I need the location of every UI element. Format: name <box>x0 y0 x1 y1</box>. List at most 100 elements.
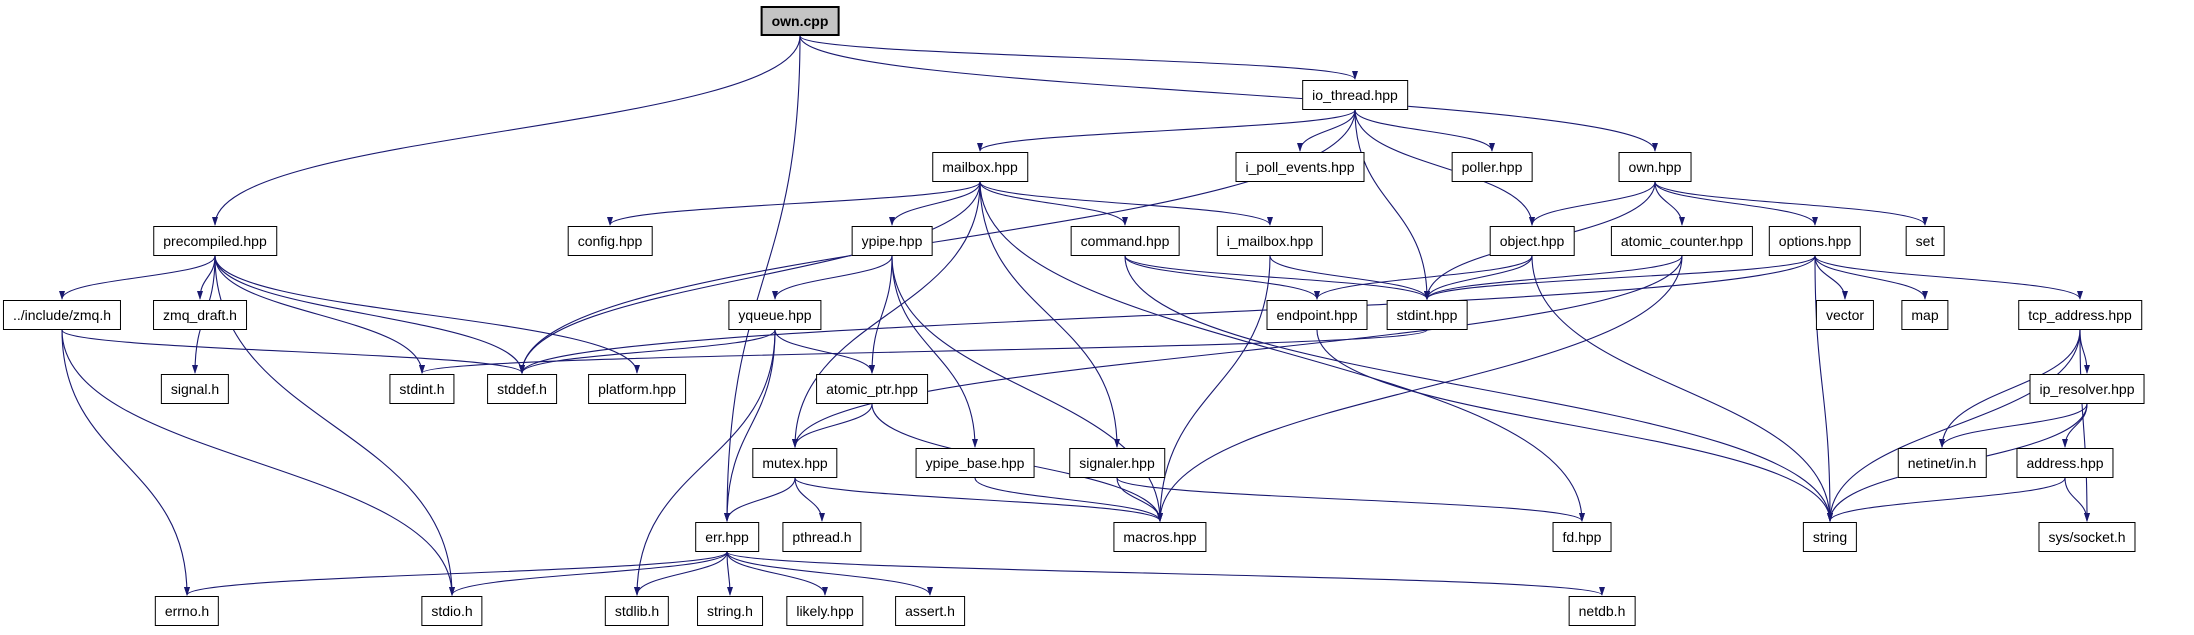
graph-node-map[interactable]: map <box>1901 300 1949 330</box>
graph-node-address_hpp[interactable]: address.hpp <box>2016 448 2114 478</box>
dependency-edge-object_hpp-to-endpoint_hpp <box>1314 255 1533 300</box>
dependency-edge-ypipe_hpp-to-yqueue_hpp <box>772 255 893 300</box>
dependency-edge-precompiled_hpp-to-stdio_h <box>214 255 455 596</box>
graph-node-stdlib_h[interactable]: stdlib.h <box>604 596 670 626</box>
dependency-edge-options_hpp-to-stddef_h <box>519 255 1816 374</box>
graph-node-mailbox_hpp[interactable]: mailbox.hpp <box>932 152 1028 182</box>
dependency-edge-ypipe_hpp-to-macros_hpp <box>891 255 1163 522</box>
graph-node-precompiled_hpp[interactable]: precompiled.hpp <box>153 226 277 256</box>
graph-node-macros_hpp[interactable]: macros.hpp <box>1113 522 1207 552</box>
graph-node-options_hpp[interactable]: options.hpp <box>1768 226 1862 256</box>
graph-node-string_h[interactable]: string.h <box>697 596 763 626</box>
dependency-edge-include_zmq_h-to-stddef_h <box>61 329 525 374</box>
graph-node-object_hpp[interactable]: object.hpp <box>1489 226 1575 256</box>
graph-node-io_thread_hpp[interactable]: io_thread.hpp <box>1302 80 1408 110</box>
dependency-edge-address_hpp-to-sys_socket_h <box>2064 477 2090 522</box>
dependency-edge-mailbox_hpp-to-stddef_h <box>519 181 981 374</box>
dependency-edge-io_thread_hpp-to-poller_hpp <box>1354 109 1495 152</box>
graph-node-sys_socket_h[interactable]: sys/socket.h <box>2038 522 2136 552</box>
dependency-edge-io_thread_hpp-to-i_poll_events_hpp <box>1297 109 1356 152</box>
dependency-edge-err_hpp-to-stdio_h <box>449 551 728 596</box>
graph-node-atomic_counter_hpp[interactable]: atomic_counter.hpp <box>1610 226 1754 256</box>
graph-node-likely_hpp[interactable]: likely.hpp <box>786 596 864 626</box>
graph-node-poller_hpp[interactable]: poller.hpp <box>1451 152 1533 182</box>
graph-node-set[interactable]: set <box>1905 226 1945 256</box>
graph-node-include_zmq_h[interactable]: ../include/zmq.h <box>2 300 122 330</box>
graph-node-vector[interactable]: vector <box>1815 300 1875 330</box>
graph-node-netinet_in_h[interactable]: netinet/in.h <box>1897 448 1987 478</box>
dependency-edge-err_hpp-to-netdb_h <box>726 551 1605 596</box>
dependency-edge-options_hpp-to-vector <box>1814 255 1848 300</box>
graph-node-stdint_h[interactable]: stdint.h <box>389 374 455 404</box>
dependency-edge-atomic_counter_hpp-to-mutex_hpp <box>792 255 1683 448</box>
graph-node-atomic_ptr_hpp[interactable]: atomic_ptr.hpp <box>816 374 928 404</box>
graph-node-stddef_h[interactable]: stddef.h <box>487 374 557 404</box>
graph-node-mutex_hpp[interactable]: mutex.hpp <box>752 448 838 478</box>
dependency-edge-endpoint_hpp-to-string <box>1316 329 1833 522</box>
graph-node-fd_hpp[interactable]: fd.hpp <box>1552 522 1612 552</box>
dependency-edge-i_mailbox_hpp-to-stdint_hpp <box>1269 255 1430 300</box>
dependency-edge-i_mailbox_hpp-to-macros_hpp <box>1157 255 1271 522</box>
dependency-edge-own_hpp-to-atomic_counter_hpp <box>1654 181 1685 226</box>
graph-node-ypipe_hpp[interactable]: ypipe.hpp <box>851 226 933 256</box>
graph-node-signal_h[interactable]: signal.h <box>160 374 230 404</box>
dependency-edge-atomic_counter_hpp-to-macros_hpp <box>1157 255 1683 522</box>
graph-node-stdint_hpp[interactable]: stdint.hpp <box>1386 300 1468 330</box>
dependency-edge-yqueue_hpp-to-stdlib_h <box>634 329 776 596</box>
graph-node-err_hpp[interactable]: err.hpp <box>695 522 759 552</box>
graph-node-ypipe_base_hpp[interactable]: ypipe_base.hpp <box>915 448 1035 478</box>
dependency-edge-err_hpp-to-errno_h <box>184 551 728 596</box>
dependency-edge-own_hpp-to-set <box>1654 181 1928 226</box>
dependency-edge-own_cpp-to-precompiled_hpp <box>212 35 801 226</box>
dependency-edge-mailbox_hpp-to-fd_hpp <box>979 181 1585 522</box>
graph-node-zmq_draft_h[interactable]: zmq_draft.h <box>153 300 247 330</box>
dependency-edge-own_cpp-to-err_hpp <box>724 35 801 522</box>
dependency-edge-err_hpp-to-assert_h <box>726 551 933 596</box>
graph-node-command_hpp[interactable]: command.hpp <box>1070 226 1180 256</box>
dependency-edge-yqueue_hpp-to-err_hpp <box>724 329 776 522</box>
dependency-edge-command_hpp-to-endpoint_hpp <box>1124 255 1320 300</box>
dependency-edge-tcp_address_hpp-to-string <box>1827 329 2081 522</box>
graph-node-stdio_h[interactable]: stdio.h <box>421 596 483 626</box>
dependency-edge-signaler_hpp-to-macros_hpp <box>1116 477 1163 522</box>
dependency-edge-options_hpp-to-string <box>1814 255 1833 522</box>
graph-node-own_hpp[interactable]: own.hpp <box>1618 152 1692 182</box>
graph-node-string[interactable]: string <box>1802 522 1858 552</box>
graph-node-assert_h[interactable]: assert.h <box>895 596 965 626</box>
graph-node-errno_h[interactable]: errno.h <box>154 596 220 626</box>
dependency-edge-options_hpp-to-tcp_address_hpp <box>1814 255 2083 300</box>
graph-node-config_hpp[interactable]: config.hpp <box>567 226 653 256</box>
dependency-edge-atomic_ptr_hpp-to-mutex_hpp <box>792 403 873 448</box>
dependency-edge-err_hpp-to-stdlib_h <box>634 551 728 596</box>
dependency-edge-mutex_hpp-to-pthread_h <box>794 477 825 522</box>
graph-node-i_poll_events_hpp[interactable]: i_poll_events.hpp <box>1235 152 1365 182</box>
dependency-edge-precompiled_hpp-to-stddef_h <box>214 255 525 374</box>
graph-node-tcp_address_hpp[interactable]: tcp_address.hpp <box>2018 300 2142 330</box>
dependency-edge-err_hpp-to-string_h <box>726 551 733 596</box>
dependency-edge-io_thread_hpp-to-stdint_hpp <box>1354 109 1430 300</box>
dependency-edge-include_zmq_h-to-errno_h <box>61 329 190 596</box>
dependency-edge-own_cpp-to-own_hpp <box>799 35 1658 152</box>
dependency-edge-object_hpp-to-stdint_hpp <box>1424 255 1533 300</box>
graph-node-i_mailbox_hpp[interactable]: i_mailbox.hpp <box>1216 226 1324 256</box>
dependency-edge-command_hpp-to-stdint_hpp <box>1124 255 1430 300</box>
graph-node-ip_resolver_hpp[interactable]: ip_resolver.hpp <box>2029 374 2145 404</box>
graph-node-own_cpp: own.cpp <box>760 6 840 36</box>
dependency-edge-tcp_address_hpp-to-sys_socket_h <box>2079 329 2090 522</box>
dependency-edge-include_zmq_h-to-stdio_h <box>61 329 455 596</box>
graph-node-netdb_h[interactable]: netdb.h <box>1568 596 1636 626</box>
graph-node-platform_hpp[interactable]: platform.hpp <box>588 374 686 404</box>
dependency-edge-precompiled_hpp-to-stdint_h <box>214 255 425 374</box>
graph-node-yqueue_hpp[interactable]: yqueue.hpp <box>728 300 822 330</box>
graph-node-signaler_hpp[interactable]: signaler.hpp <box>1069 448 1165 478</box>
graph-node-endpoint_hpp[interactable]: endpoint.hpp <box>1266 300 1368 330</box>
dependency-edge-tcp_address_hpp-to-netinet_in_h <box>1939 329 2081 448</box>
dependency-edge-ip_resolver_hpp-to-netinet_in_h <box>1939 403 2088 448</box>
dependency-edge-options_hpp-to-stdint_hpp <box>1424 255 1816 300</box>
dependency-edge-mailbox_hpp-to-mutex_hpp <box>792 181 981 448</box>
graph-node-pthread_h[interactable]: pthread.h <box>782 522 862 552</box>
dependency-edge-mailbox_hpp-to-ypipe_hpp <box>889 181 981 226</box>
dependency-edge-address_hpp-to-string <box>1827 477 2066 522</box>
dependency-edge-err_hpp-to-likely_hpp <box>726 551 828 596</box>
